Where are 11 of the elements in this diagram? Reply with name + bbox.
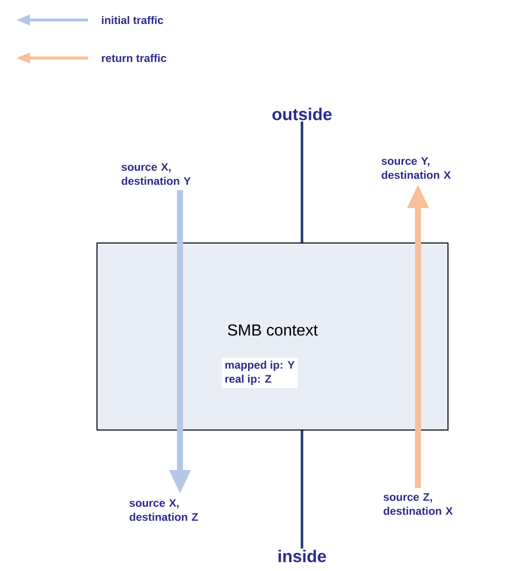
mapping-table: mapped ip: Y real ip: Z (222, 358, 298, 388)
address-label: source X, destination Z (130, 499, 198, 521)
interface-label: inside (278, 550, 326, 562)
interface-line (300, 121, 304, 242)
legend-label: return traffic (102, 54, 166, 62)
address-label: source Y, destination X (382, 157, 451, 179)
address-label: source Z, destination X (384, 493, 453, 515)
legend-label: initial traffic (102, 16, 164, 24)
address-label: source X, destination Y (122, 163, 191, 185)
interface-label: outside (272, 108, 332, 120)
interface-line (300, 430, 304, 549)
